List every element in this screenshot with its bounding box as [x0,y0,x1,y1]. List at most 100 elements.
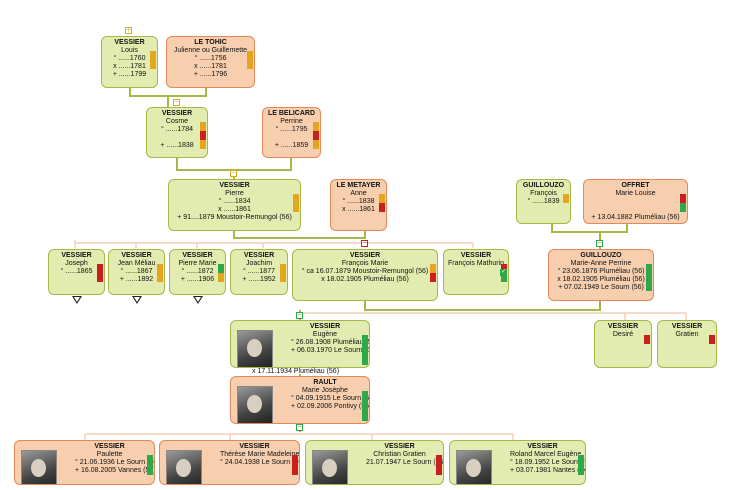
status-bar [293,194,299,203]
status-bar [501,273,507,282]
portrait-photo [237,386,273,423]
person-event: + ......1892 [119,276,154,283]
person-given-name: François Marie [341,260,389,267]
expand-descendants-icon[interactable] [132,296,142,304]
status-bar [292,455,298,465]
status-bar [97,273,103,282]
status-bar [379,203,385,212]
person-event [584,206,687,214]
person-surname: VESSIER [182,252,213,259]
collapse-icon[interactable]: + [125,27,132,34]
person-event [263,134,320,142]
person-given-name: Julienne ou Guillemette [173,47,248,54]
status-bar [646,282,652,291]
person-event: + ......1799 [112,71,147,78]
person-event: + 91....1879 Moustoir-Remungol (56) [177,214,292,221]
status-bar [501,264,507,273]
source-status-bars [362,391,368,421]
status-bar [218,273,224,282]
person-event: x 18.02.1905 Pluméliau (56) [557,276,645,283]
person-event: ° 21.06.1936 Le Sourn (56) [75,459,155,466]
status-bar [436,455,442,465]
person-surname: VESSIER [61,252,92,259]
source-status-bars [218,264,224,282]
status-bar [578,465,584,475]
source-status-bars [578,455,584,475]
person-given-name: Marie Josèphe [302,387,348,394]
source-status-bars [709,335,715,344]
source-status-bars [563,194,569,203]
collapse-icon[interactable]: − [173,99,180,106]
status-bar [147,465,153,475]
source-status-bars [293,194,299,212]
person-event: ° 23.06.1876 Pluméliau (56) [557,268,645,275]
status-bar [200,122,206,131]
person-event: x ......1781 [194,63,227,70]
expand-descendants-icon[interactable] [72,296,82,304]
person-event: ° ......1838 [342,198,375,205]
person-event: + ......1796 [193,71,228,78]
person-surname: VESSIER [121,252,152,259]
status-bar [646,264,652,273]
person-event: + ......1859 [274,142,309,149]
status-bar [200,140,206,149]
person-event: ° ......1877 [243,268,275,275]
person-given-name: Paulette [96,451,123,458]
collapse-icon[interactable]: − [361,240,368,247]
status-bar [218,264,224,273]
status-bar [646,273,652,282]
status-bar [313,140,319,149]
person-event: ° ca 16.07.1879 Moustoir-Remungol (56) [301,268,429,275]
person-event: ° ......1865 [60,268,93,275]
person-given-name: Pierre [225,190,244,197]
person-surname: VESSIER [607,323,639,330]
collapse-icon[interactable]: − [596,240,603,247]
person-given-name: Perrine [280,118,303,125]
portrait-photo [21,450,57,484]
collapse-icon[interactable]: − [296,312,303,319]
marriage-label: x 17.11.1934 Pluméliau (56) [252,368,340,375]
person-event: ° ......1867 [120,268,153,275]
person-surname: VESSIER [219,182,250,189]
person-given-name: Jean Méliau [117,260,156,267]
person-event: + 07.02.1949 Le Sourn (56) [558,284,644,291]
collapse-icon[interactable]: − [230,170,237,177]
person-surname: VESSIER [309,323,341,330]
person-surname: VESSIER [384,443,415,450]
person-surname: RAULT [313,379,337,386]
status-bar [247,60,253,69]
person-event: ° ......1795 [275,126,308,133]
person-given-name: Desiré [612,331,634,338]
expand-descendants-icon[interactable] [193,296,203,304]
source-status-bars [680,194,686,212]
status-bar [430,273,436,282]
collapse-icon[interactable]: − [296,424,303,431]
status-bar [247,51,253,60]
source-status-bars [646,264,652,291]
person-surname: VESSIER [94,443,125,450]
